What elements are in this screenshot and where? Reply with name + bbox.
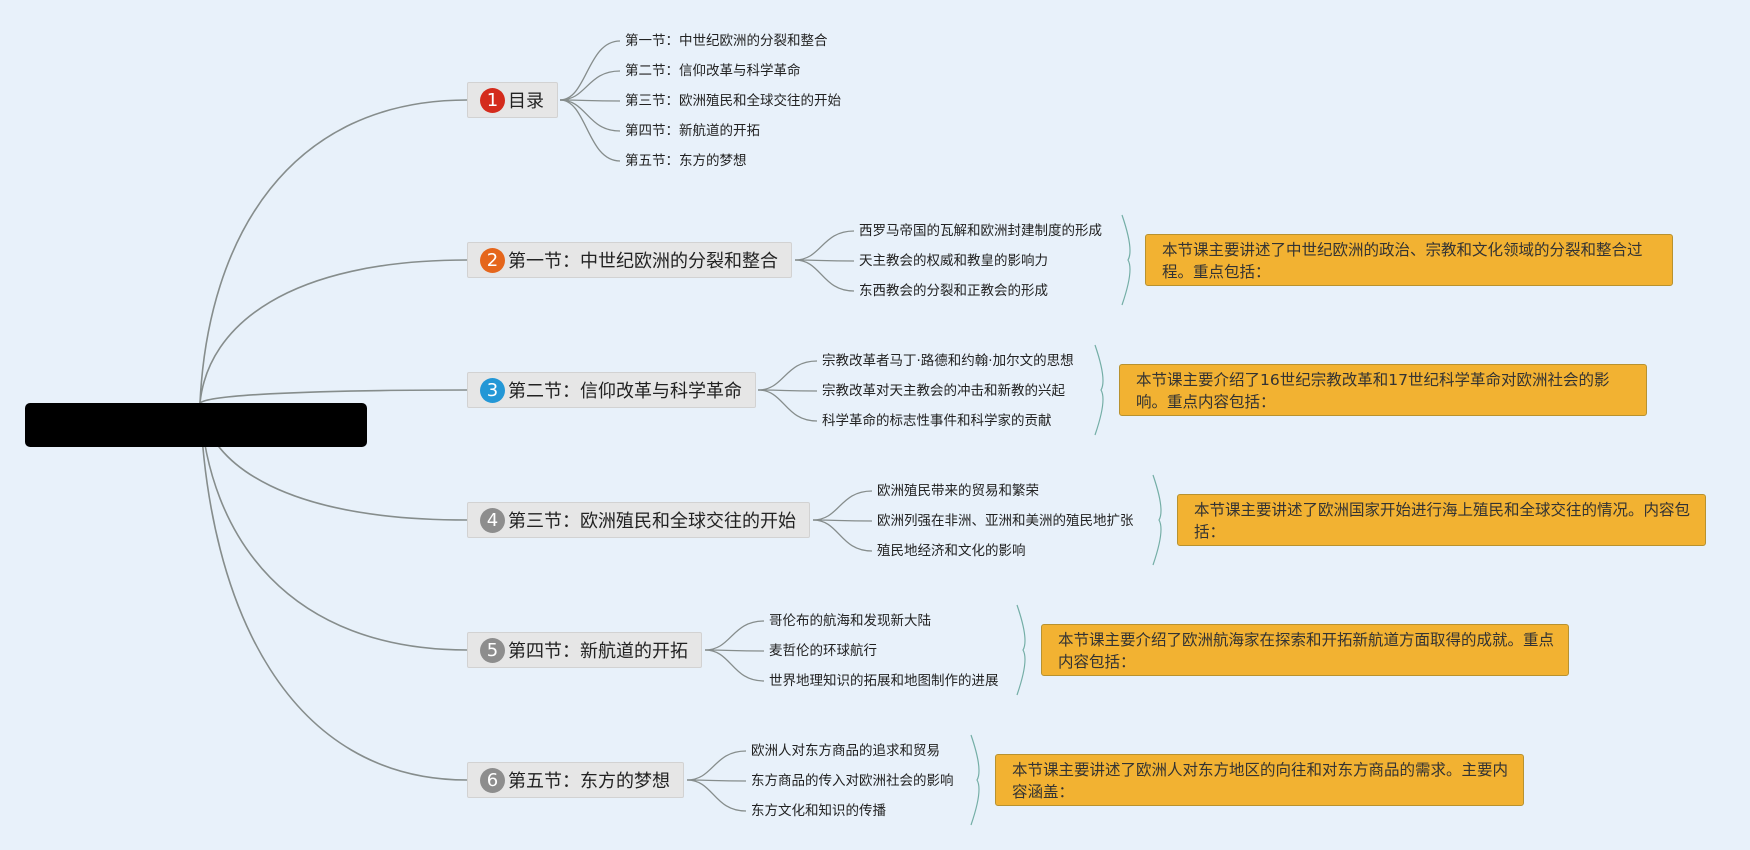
branch-to-subtopic-connector	[559, 40, 621, 101]
subtopic[interactable]: 第三节：欧洲殖民和全球交往的开始	[625, 93, 841, 109]
subtopic[interactable]: 欧洲列强在非洲、亚洲和美洲的殖民地扩张	[877, 513, 1134, 529]
subtopic[interactable]: 哥伦布的航海和发现新大陆	[769, 613, 931, 629]
branch-to-subtopic-connector	[757, 360, 818, 391]
subtopic[interactable]: 东西教会的分裂和正教会的形成	[859, 283, 1048, 299]
subtopic[interactable]: 第一节：中世纪欧洲的分裂和整合	[625, 33, 828, 49]
number-badge-icon: 4	[480, 507, 505, 533]
subtopic[interactable]: 第二节：信仰改革与科学革命	[625, 63, 801, 79]
subtopic[interactable]: 殖民地经济和文化的影响	[877, 543, 1026, 559]
branch-to-subtopic-connector	[686, 750, 747, 781]
branch-label: 目录	[508, 91, 544, 112]
branch-topic-section-5[interactable]: 6 第五节：东方的梦想	[467, 762, 684, 798]
branch-topic-section-3[interactable]: 4 第三节：欧洲殖民和全球交往的开始	[467, 502, 810, 538]
summary-bracket	[1016, 604, 1026, 696]
branch-to-subtopic-connector	[794, 230, 855, 261]
branch-to-subtopic-connector	[704, 649, 765, 682]
branch-to-subtopic-connector	[812, 519, 873, 552]
branch-topic-section-1[interactable]: 2 第一节：中世纪欧洲的分裂和整合	[467, 242, 792, 278]
subtopic[interactable]: 天主教会的权威和教皇的影响力	[859, 253, 1048, 269]
branch-label: 第五节：东方的梦想	[508, 771, 670, 792]
branch-to-subtopic-connector	[559, 99, 621, 132]
branch-to-subtopic-connector	[559, 70, 621, 101]
branch-topic-section-4[interactable]: 5 第四节：新航道的开拓	[467, 632, 702, 668]
branch-to-subtopic-connector	[794, 259, 855, 292]
root-to-branch-connector	[199, 389, 468, 404]
subtopic[interactable]: 科学革命的标志性事件和科学家的贡献	[822, 413, 1052, 429]
branch-topic-contents[interactable]: 1 目录	[467, 82, 558, 118]
branch-to-subtopic-connector	[686, 779, 747, 812]
number-badge-icon: 3	[480, 377, 505, 403]
number-badge-icon: 2	[480, 247, 505, 273]
root-to-branch-connector	[199, 402, 468, 651]
subtopic[interactable]: 欧洲人对东方商品的追求和贸易	[751, 743, 940, 759]
subtopic[interactable]: 麦哲伦的环球航行	[769, 643, 877, 659]
summary-callout[interactable]: 本节课主要讲述了中世纪欧洲的政治、宗教和文化领域的分裂和整合过程。重点包括：	[1145, 234, 1673, 286]
number-badge-icon: 1	[480, 87, 505, 113]
root-to-branch-connector	[199, 259, 468, 404]
branch-to-subtopic-connector	[559, 99, 621, 162]
branch-to-subtopic-connector	[812, 490, 873, 521]
summary-callout[interactable]: 本节课主要介绍了16世纪宗教改革和17世纪科学革命对欧洲社会的影响。重点内容包括…	[1119, 364, 1647, 416]
summary-bracket	[1152, 474, 1162, 566]
branch-to-subtopic-connector	[757, 389, 818, 422]
summary-bracket	[1094, 344, 1104, 436]
root-to-branch-connector	[199, 99, 468, 404]
root-to-branch-connector	[199, 402, 468, 781]
subtopic[interactable]: 世界地理知识的拓展和地图制作的进展	[769, 673, 999, 689]
subtopic[interactable]: 第四节：新航道的开拓	[625, 123, 760, 139]
subtopic[interactable]: 东方文化和知识的传播	[751, 803, 886, 819]
summary-callout[interactable]: 本节课主要介绍了欧洲航海家在探索和开拓新航道方面取得的成就。重点内容包括：	[1041, 624, 1569, 676]
number-badge-icon: 5	[480, 637, 505, 663]
subtopic[interactable]: 西罗马帝国的瓦解和欧洲封建制度的形成	[859, 223, 1102, 239]
summary-callout[interactable]: 本节课主要讲述了欧洲人对东方地区的向往和对东方商品的需求。主要内容涵盖：	[995, 754, 1524, 806]
branch-label: 第四节：新航道的开拓	[508, 641, 688, 662]
summary-callout[interactable]: 本节课主要讲述了欧洲国家开始进行海上殖民和全球交往的情况。内容包括：	[1177, 494, 1706, 546]
branch-topic-section-2[interactable]: 3 第二节：信仰改革与科学革命	[467, 372, 756, 408]
subtopic[interactable]: 东方商品的传入对欧洲社会的影响	[751, 773, 954, 789]
summary-bracket	[970, 734, 980, 826]
number-badge-icon: 6	[480, 767, 505, 793]
subtopic[interactable]: 第五节：东方的梦想	[625, 153, 747, 169]
branch-label: 第三节：欧洲殖民和全球交往的开始	[508, 511, 796, 532]
subtopic[interactable]: 宗教改革者马丁·路德和约翰·加尔文的思想	[822, 353, 1074, 369]
branch-label: 第二节：信仰改革与科学革命	[508, 381, 742, 402]
subtopic[interactable]: 欧洲殖民带来的贸易和繁荣	[877, 483, 1039, 499]
root-topic[interactable]	[25, 403, 367, 447]
branch-to-subtopic-connector	[704, 620, 765, 651]
branch-label: 第一节：中世纪欧洲的分裂和整合	[508, 251, 778, 272]
subtopic[interactable]: 宗教改革对天主教会的冲击和新教的兴起	[822, 383, 1065, 399]
summary-bracket	[1121, 214, 1131, 306]
